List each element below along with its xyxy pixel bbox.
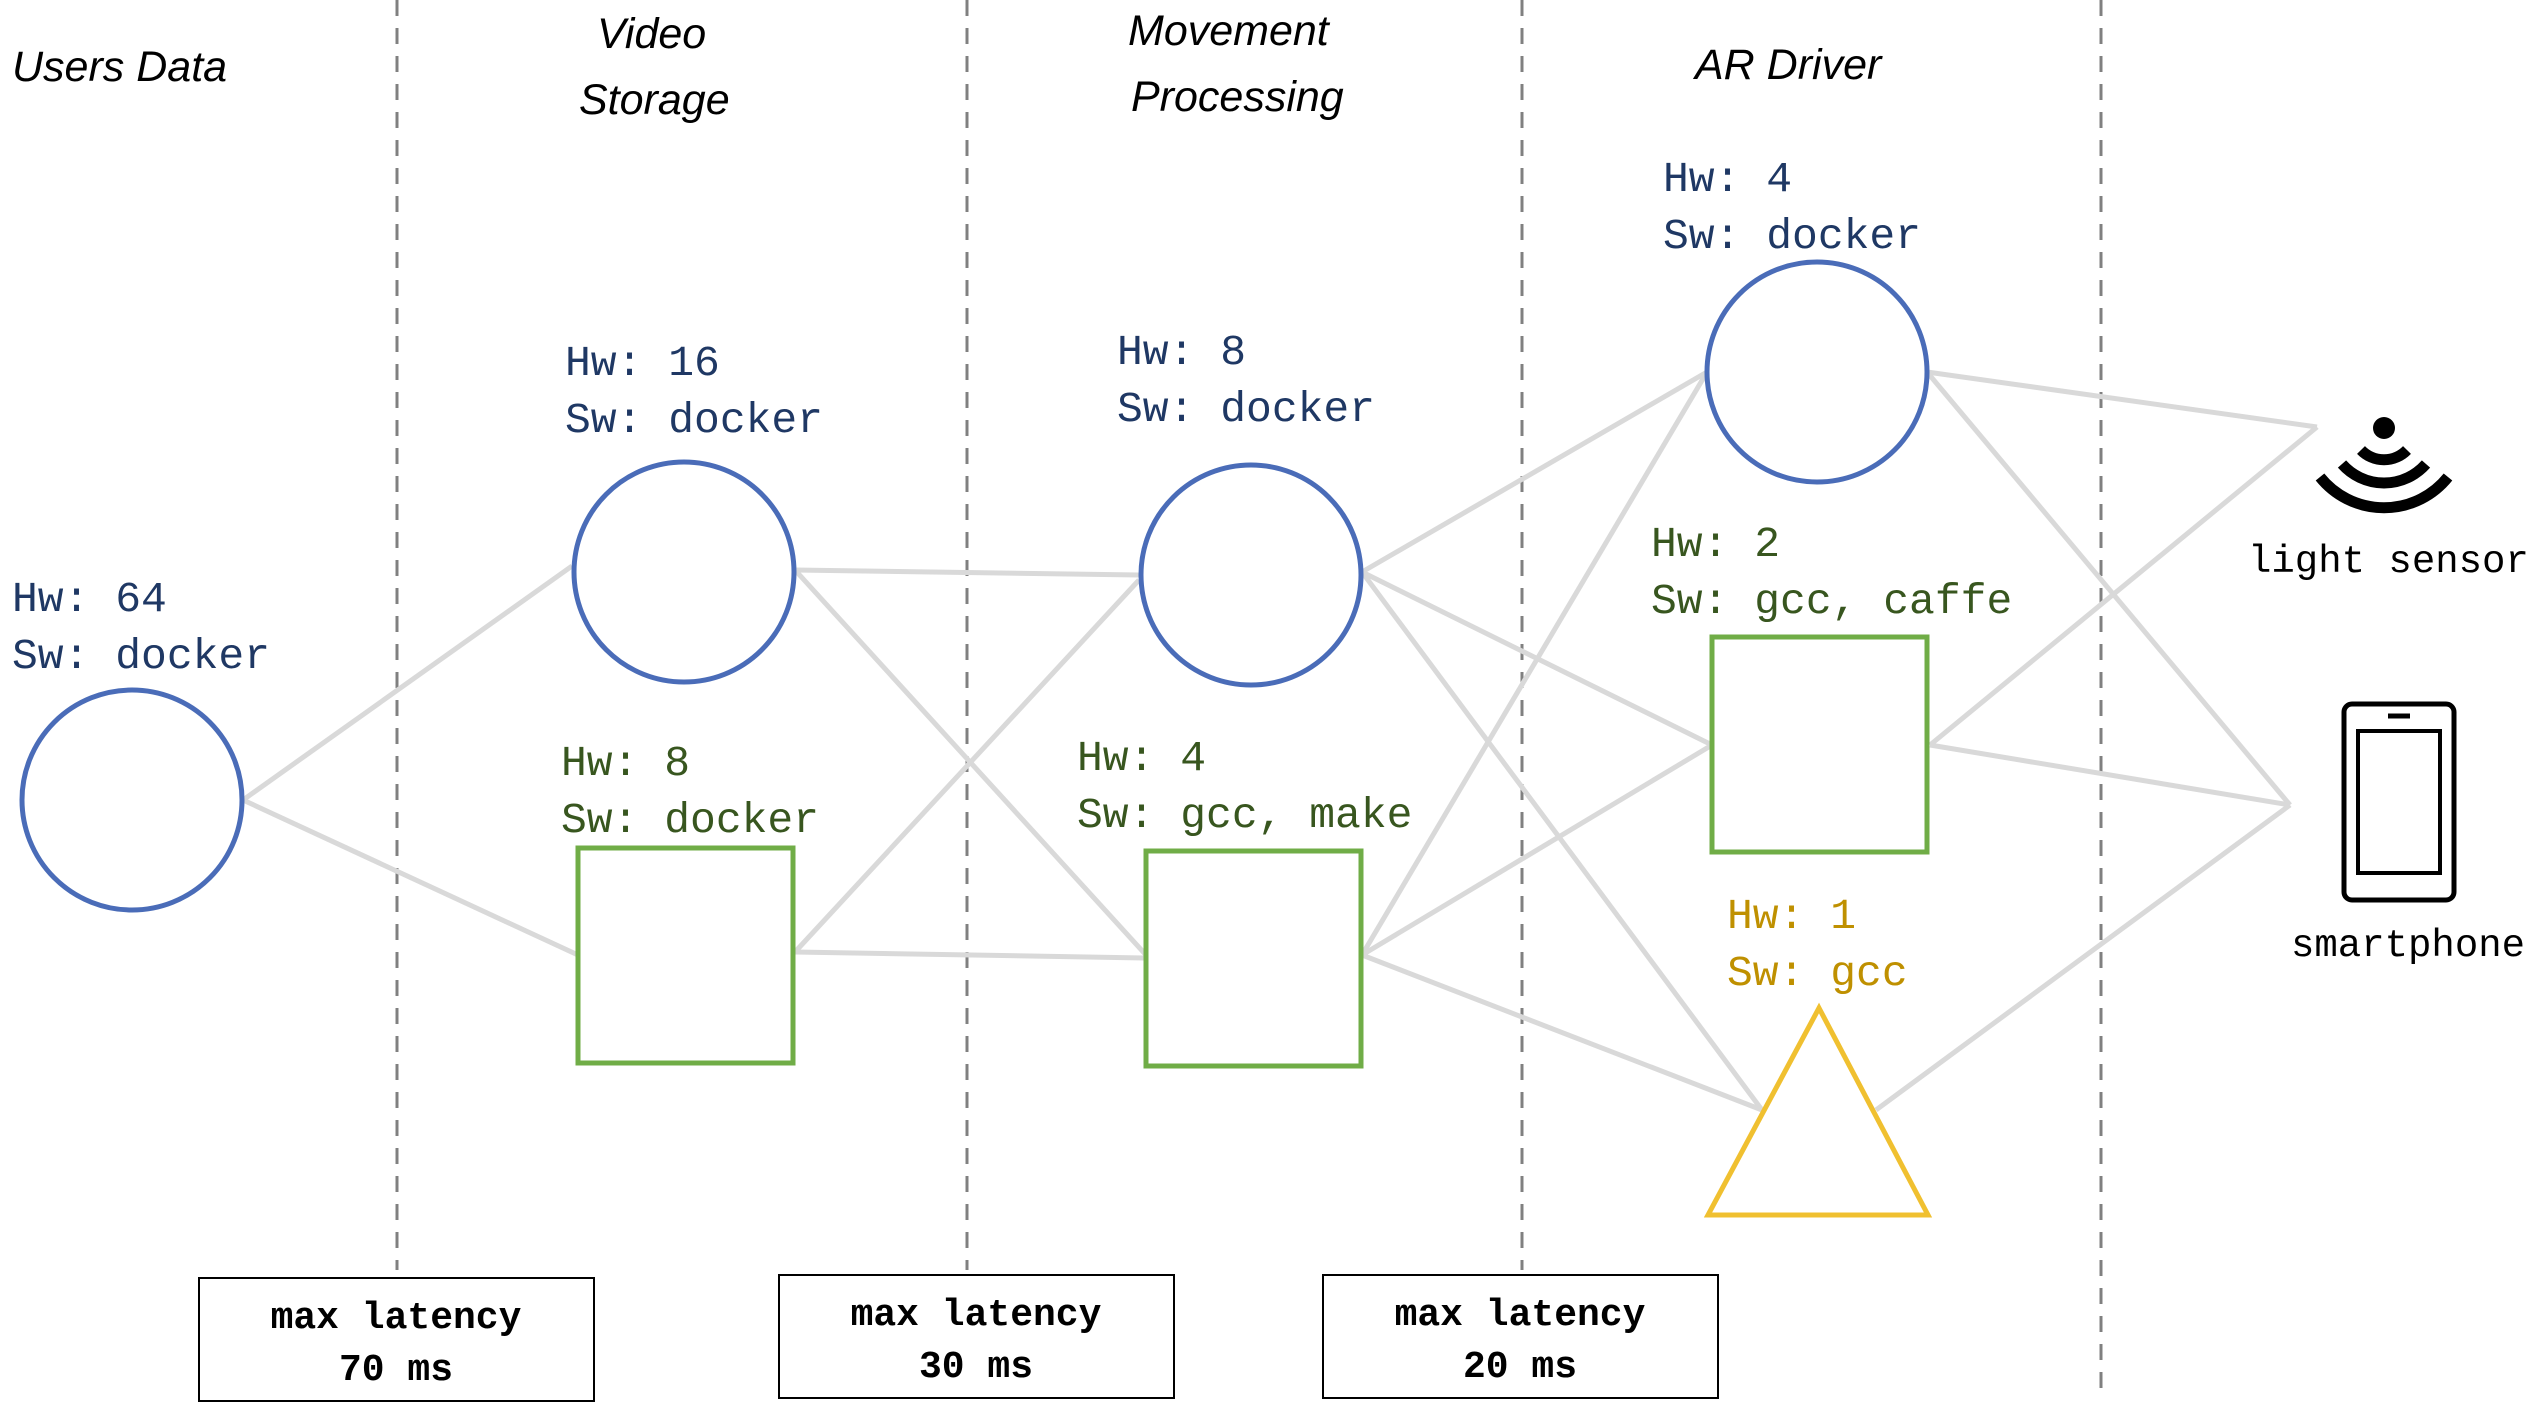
light-sensor-label: light sensor (2248, 540, 2528, 584)
light-sensor-device: light sensor (2248, 417, 2528, 584)
ar-circle-sw: Sw: docker (1663, 212, 1921, 261)
link (1925, 370, 2292, 807)
link (794, 567, 1140, 578)
movement-circle-hw: Hw: 8 (1117, 328, 1246, 377)
stage-title-movement-processing-line2: Processing (1131, 73, 1344, 121)
square-node-icon (1709, 634, 1930, 855)
ar-square-hw: Hw: 2 (1651, 520, 1780, 569)
ar-square-node: Hw: 2 Sw: gcc, caffe (1651, 520, 2012, 855)
video-storage-square-node: Hw: 8 Sw: docker (561, 739, 819, 1066)
link (1359, 370, 1710, 957)
circle-node-icon (1138, 462, 1364, 688)
latency-3-line1: max latency (1395, 1294, 1646, 1337)
latency-1-line2: 70 ms (339, 1349, 453, 1392)
stage-title-video-storage-line1: Video (597, 10, 706, 58)
ar-triangle-node: Hw: 1 Sw: gcc (1703, 892, 1933, 1218)
link (794, 949, 1147, 961)
stage-dividers (395, 0, 2103, 1395)
stage-title-movement-processing-line1: Movement (1128, 7, 1331, 55)
smartphone-device: smartphone (2291, 701, 2525, 968)
circle-node-icon (571, 459, 797, 685)
link (1928, 425, 2319, 747)
square-node-icon (575, 845, 796, 1066)
stage-title-video-storage-line2: Storage (579, 76, 730, 124)
links (241, 369, 2319, 1113)
square-node-icon (1143, 848, 1364, 1069)
link (793, 578, 1141, 954)
smartphone-label: smartphone (2291, 924, 2525, 968)
movement-square-hw: Hw: 4 (1077, 734, 1206, 783)
latency-box-2: max latency 30 ms (778, 1274, 1175, 1399)
video-square-sw: Sw: docker (561, 796, 819, 845)
latency-1-line1: max latency (271, 1297, 522, 1340)
video-storage-circle-node: Hw: 16 Sw: docker (565, 339, 823, 685)
latency-box-3: max latency 20 ms (1322, 1274, 1719, 1399)
latency-3-line2: 20 ms (1463, 1346, 1577, 1389)
movement-circle-sw: Sw: docker (1117, 385, 1375, 434)
link (1359, 570, 1765, 1112)
triangle-node-icon (1703, 1002, 1933, 1218)
stage-title-users-data: Users Data (12, 43, 227, 91)
link (1929, 742, 2291, 808)
video-circle-sw: Sw: docker (565, 396, 823, 445)
users-node-sw: Sw: docker (12, 632, 270, 681)
link (1360, 369, 1709, 575)
latency-box-1: max latency 70 ms (198, 1277, 595, 1402)
video-circle-hw: Hw: 16 (565, 339, 720, 388)
latency-2-line1: max latency (851, 1294, 1102, 1337)
link (1874, 802, 2292, 1113)
movement-square-node: Hw: 4 Sw: gcc, make (1077, 734, 1412, 1069)
movement-circle-node: Hw: 8 Sw: docker (1117, 328, 1375, 688)
link (1360, 742, 1714, 958)
stage-titles: Users Data Video Storage Movement Proces… (12, 7, 1883, 124)
link (241, 563, 574, 803)
link (1926, 369, 2318, 430)
circle-node-icon (19, 687, 245, 913)
link (241, 797, 580, 958)
ar-circle-node: Hw: 4 Sw: docker (1663, 155, 1930, 485)
circle-node-icon (1704, 259, 1930, 485)
video-square-hw: Hw: 8 (561, 739, 690, 788)
ar-triangle-hw: Hw: 1 (1727, 892, 1856, 941)
latency-2-line2: 30 ms (919, 1346, 1033, 1389)
ar-triangle-sw: Sw: gcc (1727, 949, 1908, 998)
link (1361, 952, 1763, 1113)
users-data-node: Hw: 64 Sw: docker (12, 575, 270, 913)
ar-circle-hw: Hw: 4 (1663, 155, 1792, 204)
stage-title-ar-driver: AR Driver (1692, 41, 1883, 89)
ar-square-sw: Sw: gcc, caffe (1651, 577, 2012, 626)
wireless-signal-icon (2315, 417, 2453, 514)
movement-square-sw: Sw: gcc, make (1077, 791, 1412, 840)
users-node-hw: Hw: 64 (12, 575, 167, 624)
smartphone-icon (2341, 701, 2457, 903)
